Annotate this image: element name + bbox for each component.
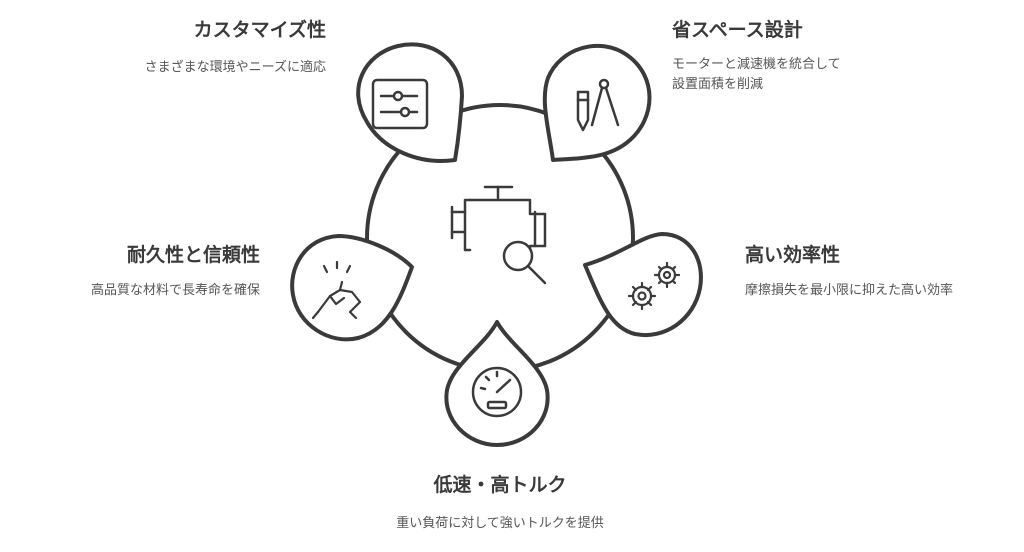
drafting-tools-icon bbox=[576, 78, 620, 132]
desc-space-saving-line1: モーターと減速機を統合して bbox=[672, 57, 841, 72]
teardrop-low-speed-torque bbox=[444, 320, 550, 447]
title-low-speed-torque: 低速・高トルク bbox=[433, 474, 567, 496]
title-efficiency: 高い効率性 bbox=[745, 244, 841, 266]
handshake-icon bbox=[311, 260, 362, 320]
desc-durability-line1: 高品質な材料で長寿命を確保 bbox=[90, 283, 260, 298]
title-customizability: カスタマイズ性 bbox=[193, 19, 326, 41]
desc-space-saving-line2: 設置面積を削減 bbox=[672, 77, 764, 92]
title-durability: 耐久性と信頼性 bbox=[126, 244, 260, 266]
desc-customizability-line1: さまざまな環境やニーズに適応 bbox=[144, 60, 326, 75]
sliders-icon bbox=[371, 78, 429, 130]
desc-low-speed-torque-line1: 重い負荷に対して強いトルクを提供 bbox=[396, 516, 604, 531]
desc-efficiency-line1: 摩擦損失を最小限に抑えた高い効率 bbox=[745, 283, 954, 298]
speedometer-icon bbox=[471, 366, 523, 418]
teardrop-durability bbox=[290, 234, 414, 342]
gears-icon bbox=[627, 261, 681, 311]
title-space-saving: 省スペース設計 bbox=[672, 19, 803, 41]
teardrop-customizability bbox=[356, 42, 464, 163]
engine-magnifier-icon bbox=[450, 185, 547, 285]
